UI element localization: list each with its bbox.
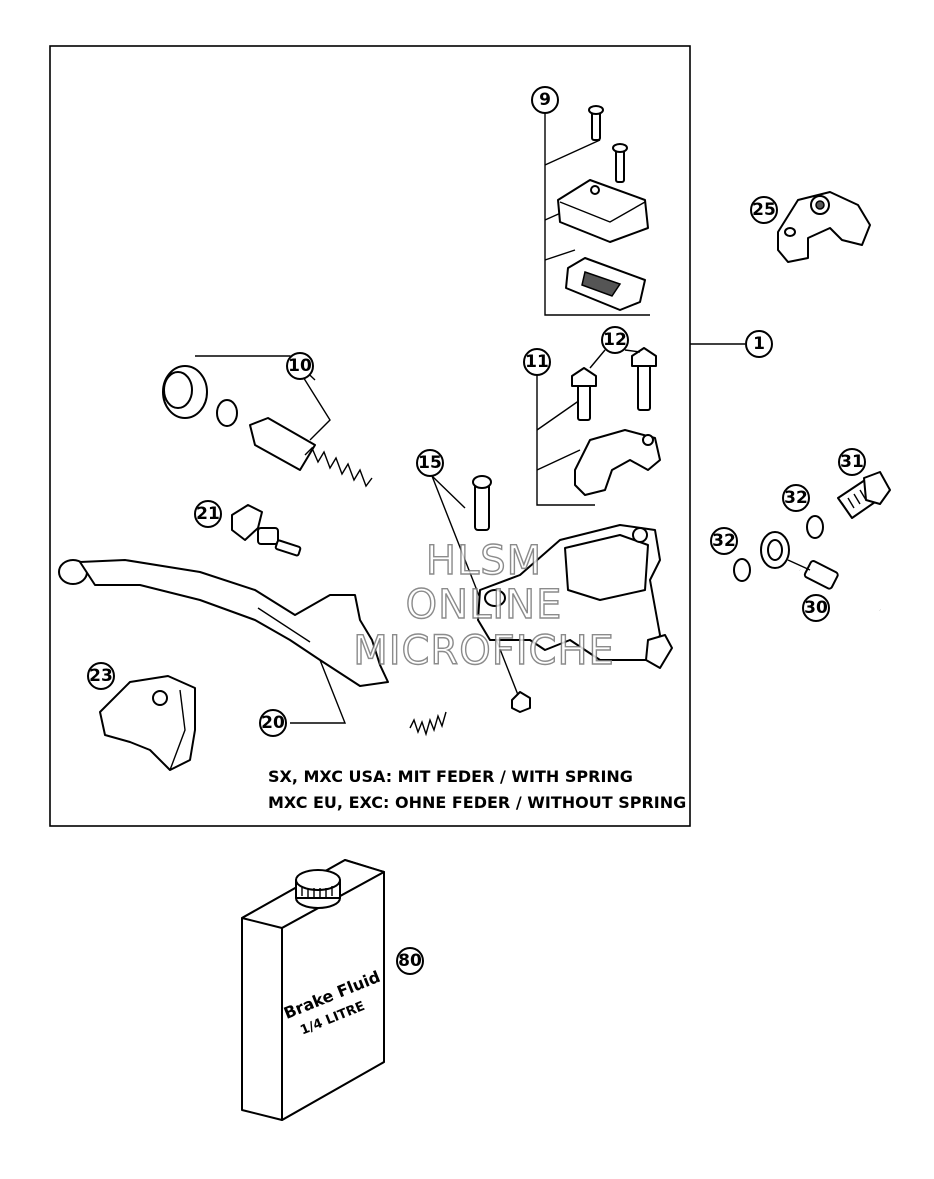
callout-11[interactable]: 11 (523, 348, 551, 376)
svg-text:12: 12 (603, 330, 627, 350)
callout-9[interactable]: 9 (531, 86, 559, 114)
part-31-banjo-bolt[interactable] (837, 471, 891, 519)
svg-text:25: 25 (752, 200, 776, 220)
callout-12[interactable]: 12 (601, 326, 629, 354)
part-20-spring[interactable] (290, 659, 447, 737)
callout-32-lower[interactable]: 32 (710, 527, 738, 555)
part-25-clamp[interactable] (777, 191, 871, 263)
svg-text:ONLINE: ONLINE (406, 582, 563, 628)
svg-text:9: 9 (539, 90, 551, 110)
part-21-adjuster[interactable] (231, 504, 302, 557)
callout-1[interactable]: 1 (745, 330, 773, 358)
part-12-bolts-leader (589, 349, 641, 369)
part-30-brake-line[interactable] (760, 531, 882, 613)
svg-text:21: 21 (196, 504, 220, 524)
note-without-spring: MXC EU, EXC: OHNE FEDER / WITHOUT SPRING (268, 793, 686, 812)
assembly-frame (49, 45, 691, 827)
svg-text:20: 20 (261, 713, 285, 733)
part-10-piston-kit[interactable] (162, 355, 373, 488)
callout-23[interactable]: 23 (87, 662, 115, 690)
svg-text:HLSM: HLSM (426, 538, 542, 584)
svg-text:11: 11 (525, 352, 549, 372)
part-32-washer-b[interactable] (733, 558, 751, 582)
part-15-pivot-bolt[interactable] (431, 475, 531, 713)
callout-15[interactable]: 15 (416, 449, 444, 477)
callout-32-upper[interactable]: 32 (782, 484, 810, 512)
part-11-clamp-set[interactable] (536, 347, 661, 506)
svg-text:31: 31 (840, 452, 864, 472)
svg-text:10: 10 (288, 356, 312, 376)
callout-21[interactable]: 21 (194, 500, 222, 528)
part-80-brake-fluid-can[interactable]: Brake Fluid 1/4 LITRE (241, 859, 385, 1121)
svg-text:MICROFICHE: MICROFICHE (353, 628, 615, 674)
svg-text:15: 15 (418, 453, 442, 473)
callout-30[interactable]: 30 (802, 594, 830, 622)
svg-text:32: 32 (712, 531, 736, 551)
svg-text:1: 1 (753, 334, 765, 354)
callout-25[interactable]: 25 (750, 196, 778, 224)
callout-10[interactable]: 10 (286, 352, 314, 380)
note-with-spring: SX, MXC USA: MIT FEDER / WITH SPRING (268, 767, 633, 786)
callout-31[interactable]: 31 (838, 448, 866, 476)
brake-lever[interactable] (58, 559, 389, 687)
svg-text:23: 23 (89, 666, 113, 686)
callout-20[interactable]: 20 (259, 709, 287, 737)
svg-text:30: 30 (804, 598, 828, 618)
callout-80[interactable]: 80 (396, 947, 424, 975)
part-9-reservoir-cover[interactable] (544, 105, 650, 316)
svg-text:80: 80 (398, 951, 422, 971)
watermark: HLSM ONLINE MICROFICHE (352, 537, 615, 674)
part-32-washer-a[interactable] (806, 515, 824, 539)
part-23-lever-guard[interactable] (99, 675, 196, 771)
svg-text:32: 32 (784, 488, 808, 508)
master-cylinder-body[interactable] (477, 524, 673, 669)
